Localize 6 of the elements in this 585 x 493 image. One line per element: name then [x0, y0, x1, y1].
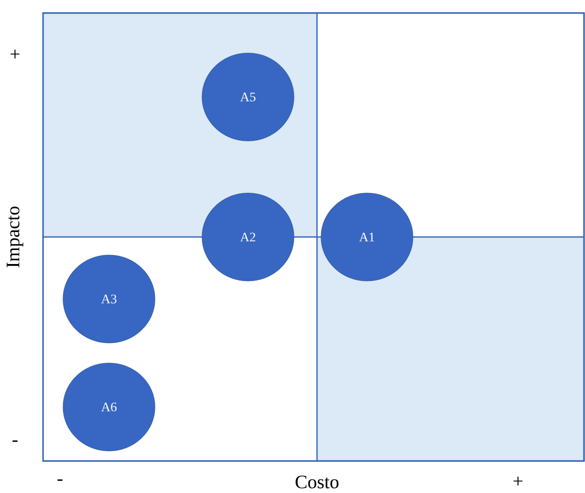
axis-end-label: -	[58, 479, 62, 481]
axis-end-label: -	[12, 440, 18, 442]
axis-end-label: +	[10, 50, 20, 58]
axis-title: Costo	[296, 476, 338, 488]
axis-title: Impacto	[6, 206, 24, 268]
axis-end-label: +	[514, 476, 522, 486]
